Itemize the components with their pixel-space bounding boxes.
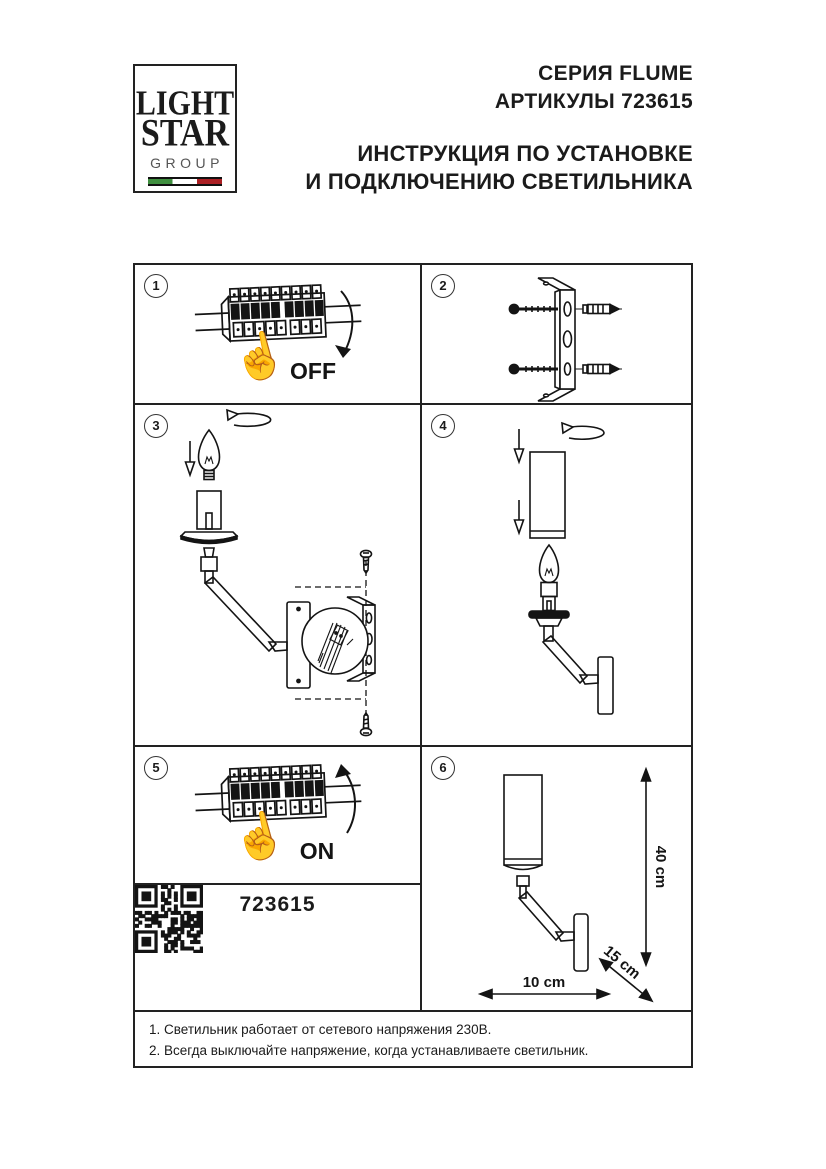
wiring-detail-circle xyxy=(301,607,369,675)
width-label: 10 cm xyxy=(523,974,566,991)
qr-cell: 723615 xyxy=(135,885,422,1012)
dimensions-diagram: 40 cm 10 cm 15 cm xyxy=(477,766,669,1003)
fixing-screw-top xyxy=(359,549,373,575)
breaker-top-modules xyxy=(228,284,323,303)
lamp-assembly-diagram xyxy=(179,408,376,737)
breaker-toggle-band xyxy=(230,779,324,800)
notes-section: 1. Светильник работает от сетевого напря… xyxy=(135,1012,691,1066)
circuit-breaker-off-diagram: ☝ OFF xyxy=(194,284,362,389)
logo-word-group: GROUP xyxy=(150,155,224,171)
step-2-panel: 2 xyxy=(422,265,691,405)
rotate-down-arrow xyxy=(340,290,354,350)
lamp-arm xyxy=(203,575,278,653)
note-line-2: 2. Всегда выключайте напряжение, когда у… xyxy=(149,1043,589,1058)
breaker-toggle-band xyxy=(230,299,324,320)
lamp-socket xyxy=(540,581,558,612)
step-2-number: 2 xyxy=(431,274,455,298)
glass-shade xyxy=(529,451,566,539)
logo-word-light: LIGHT xyxy=(135,83,235,123)
dimension-depth xyxy=(598,957,654,1003)
italian-flag-bar xyxy=(148,177,222,186)
breaker-bottom-modules xyxy=(232,798,323,818)
wall-anchor-top xyxy=(582,303,621,315)
fixing-screw-bottom xyxy=(359,711,373,737)
dimension-width xyxy=(477,988,612,1000)
pointing-hand-icon: ☝ xyxy=(226,324,292,389)
instruction-title-line2: И ПОДКЛЮЧЕНИЮ СВЕТИЛЬНИКА xyxy=(305,169,693,194)
step-3-number: 3 xyxy=(144,414,168,438)
circuit-breaker-on-diagram: ☝ ON xyxy=(194,764,362,869)
rotate-arrow xyxy=(566,425,605,441)
step-6-panel: 6 xyxy=(422,747,691,1012)
step-6-number: 6 xyxy=(431,756,455,780)
candle-sleeve xyxy=(196,490,222,530)
mounting-screw-bottom xyxy=(508,363,558,375)
step-4-panel: 4 xyxy=(422,405,691,747)
qr-code xyxy=(135,885,203,953)
wall-anchor-bottom xyxy=(582,363,621,375)
note-line-1: 1. Светильник работает от сетевого напря… xyxy=(149,1022,492,1037)
breaker-top-modules xyxy=(228,764,323,783)
articles-label: АРТИКУЛЫ 723615 xyxy=(494,90,693,113)
step-1-panel: 1 xyxy=(135,265,422,405)
pointing-hand-icon: ☝ xyxy=(226,804,292,869)
lamp-arm xyxy=(541,634,589,685)
wall-plate xyxy=(597,656,614,715)
step-1-number: 1 xyxy=(144,274,168,298)
dimension-height xyxy=(640,766,652,968)
step-4-number: 4 xyxy=(431,414,455,438)
step-5-panel: 5 xyxy=(135,747,422,885)
series-label: СЕРИЯ FLUME xyxy=(538,62,693,85)
candle-bulb xyxy=(538,543,560,584)
wall-bracket-diagram xyxy=(508,277,622,402)
article-code: 723615 xyxy=(239,893,316,916)
rotate-up-arrow xyxy=(344,771,356,834)
breaker-bottom-modules xyxy=(232,318,323,338)
steps-grid: 1 xyxy=(133,263,693,1068)
logo-word-star: STAR xyxy=(140,112,230,155)
instruction-title-line1: ИНСТРУКЦИЯ ПО УСТАНОВКЕ xyxy=(357,141,693,166)
mounting-screw-top xyxy=(508,303,558,315)
lightstar-logo: LIGHT STAR GROUP xyxy=(133,64,237,193)
rotate-arrow xyxy=(231,412,272,428)
on-label: ON xyxy=(300,838,335,864)
mounted-lamp xyxy=(503,774,589,972)
step-3-panel: 3 xyxy=(135,405,422,747)
header-text: СЕРИЯ FLUME АРТИКУЛЫ 723615 ИНСТРУКЦИЯ П… xyxy=(305,60,693,196)
shade-assembly-diagram xyxy=(513,421,614,715)
candle-bulb xyxy=(197,428,221,481)
off-label: OFF xyxy=(290,358,336,384)
step-5-number: 5 xyxy=(144,756,168,780)
height-label: 40 cm xyxy=(652,846,669,889)
